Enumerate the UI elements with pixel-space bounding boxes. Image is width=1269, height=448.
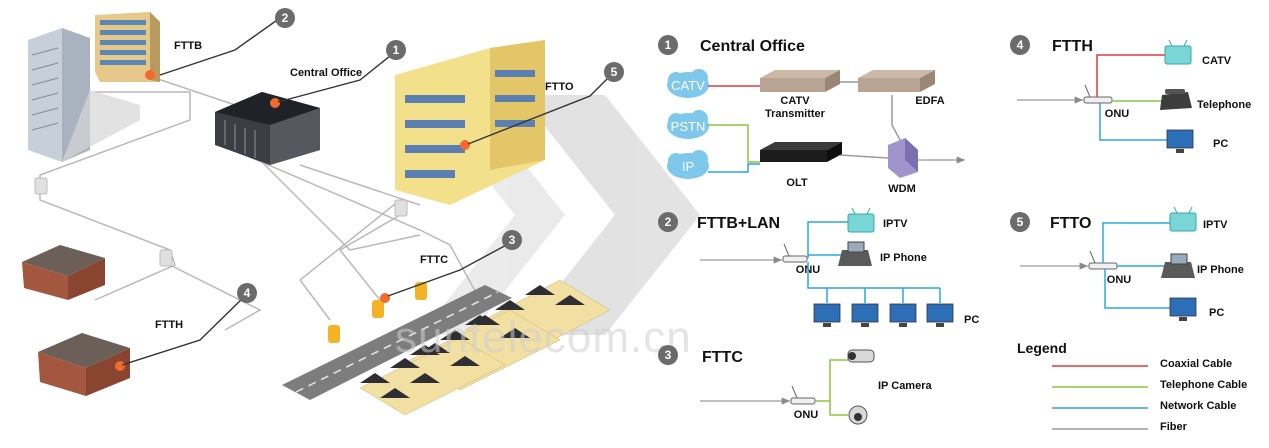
catv-tx-label-1: CATV — [780, 95, 810, 107]
iptv-icon-5 — [1169, 206, 1197, 232]
catv-transmitter-device — [760, 70, 840, 92]
svg-text:3: 3 — [665, 348, 672, 362]
row-houses — [359, 279, 611, 416]
svg-text:2: 2 — [665, 215, 672, 229]
wdm-label: WDM — [888, 183, 916, 195]
ftth-title: FTTH — [1052, 38, 1093, 55]
pstn-cloud: PSTN — [667, 110, 709, 139]
ip-cloud: IP — [667, 150, 709, 179]
tower-building — [28, 28, 140, 162]
iptv-label-2: IPTV — [883, 218, 908, 230]
onu-label-5: ONU — [1107, 274, 1132, 286]
ftto-building — [395, 40, 545, 205]
ftto-title: FTTO — [1050, 215, 1091, 232]
svg-text:4: 4 — [244, 286, 251, 300]
fttc-label: FTTC — [420, 254, 448, 266]
telephone-icon — [1160, 89, 1192, 110]
ip-camera-label: IP Camera — [878, 380, 932, 392]
central-badge: 1 — [665, 38, 672, 52]
ftto-label: FTTO — [545, 81, 574, 93]
ftth-catv-label: CATV — [1202, 55, 1232, 67]
svg-text:PSTN: PSTN — [671, 119, 706, 134]
svg-text:4: 4 — [1017, 38, 1024, 52]
svg-text:3: 3 — [509, 233, 516, 247]
catv-tx-label-2: Transmitter — [765, 108, 826, 120]
pc-label-2: PC — [964, 314, 979, 326]
ip-camera-icon-1 — [847, 349, 875, 363]
svg-text:5: 5 — [1017, 215, 1024, 229]
fttc-title: FTTC — [702, 349, 743, 366]
badge-1-left: 1 — [386, 40, 406, 60]
central-title: Central Office — [700, 38, 805, 55]
catv-cloud: CATV — [667, 69, 709, 98]
onu-label-3: ONU — [794, 409, 819, 421]
house-2-ftth — [38, 333, 130, 396]
ftth-pc-label: PC — [1213, 138, 1228, 150]
svg-text:IP: IP — [682, 159, 694, 174]
ftto-pc-label: PC — [1209, 307, 1224, 319]
ip-phone-label-2: IP Phone — [880, 252, 927, 264]
catv-tv-icon — [1164, 39, 1192, 65]
pc-icon-4 — [1166, 129, 1194, 153]
fttb-label: FTTB — [174, 40, 202, 52]
legend-label-1: Telephone Cable — [1160, 379, 1247, 391]
edfa-label: EDFA — [915, 95, 944, 107]
legend-label-3: Fiber — [1160, 421, 1188, 433]
house-1 — [22, 245, 105, 300]
fttc-section: 3 FTTC ONU IP Camera — [658, 345, 932, 425]
legend-label-0: Coaxial Cable — [1160, 358, 1232, 370]
badge-5-left: 5 — [604, 62, 624, 82]
svg-text:2: 2 — [282, 11, 289, 25]
ftth-label: FTTH — [155, 319, 183, 331]
olt-label: OLT — [786, 177, 807, 189]
olt-device — [760, 142, 842, 162]
wdm-device — [888, 138, 918, 178]
ftto-iptv-label: IPTV — [1203, 219, 1228, 231]
onu-device-3 — [790, 385, 816, 405]
fttb-lan-section: 2 FTTB+LAN ONU IPTV IP Phone — [658, 207, 979, 327]
svg-text:CATV: CATV — [671, 78, 705, 93]
ip-camera-icon-2 — [848, 405, 868, 425]
badge-3-left: 3 — [502, 230, 522, 250]
telephone-label: Telephone — [1197, 99, 1251, 111]
fttb-building — [95, 12, 160, 82]
pc-icon-5 — [1169, 297, 1197, 321]
badge-4-left: 4 — [237, 283, 257, 303]
svg-text:1: 1 — [393, 43, 400, 57]
central-office-building — [215, 92, 320, 165]
fttc-cabinets — [328, 282, 427, 343]
edfa-device — [858, 70, 935, 92]
splitter-icons — [34, 177, 408, 267]
ftto-section: 5 FTTO ONU IPTV IP Phone PC — [1010, 206, 1244, 321]
ip-phone-icon-5 — [1161, 253, 1195, 278]
legend-label-2: Network Cable — [1160, 400, 1236, 412]
watermark: suntelecom.cn — [395, 313, 692, 362]
legend-title: Legend — [1017, 340, 1067, 356]
central-office-label: Central Office — [290, 67, 362, 79]
badge-2-left: 2 — [275, 8, 295, 28]
onu-device-2 — [782, 243, 808, 263]
onu-device-4 — [1083, 84, 1113, 104]
central-office-section: 1 Central Office CATV PSTN IP — [658, 35, 965, 195]
left-scene: FTTB 2 Central Office 1 — [22, 8, 624, 416]
pc-icons-2 — [813, 303, 954, 323]
fttb-lan-title: FTTB+LAN — [697, 215, 780, 232]
iptv-icon-2 — [847, 207, 875, 233]
ip-phone-icon-2 — [838, 241, 872, 266]
onu-label-4: ONU — [1105, 108, 1130, 120]
ftth-section: 4 FTTH ONU CATV Telephone PC — [1010, 35, 1251, 153]
road — [282, 285, 512, 400]
svg-text:5: 5 — [611, 65, 618, 79]
ftto-ip-phone-label: IP Phone — [1197, 264, 1244, 276]
